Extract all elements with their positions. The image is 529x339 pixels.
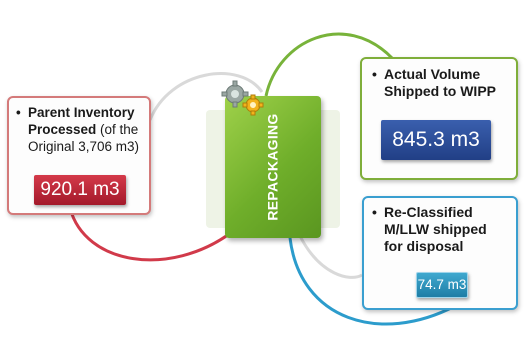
parent-inventory-text: • Parent Inventory Processed (of the Orig… bbox=[16, 104, 148, 155]
repackaging-panel bbox=[225, 96, 321, 238]
ghost-arc-bottom bbox=[298, 235, 363, 279]
shipped-line1: Actual Volume bbox=[384, 66, 481, 82]
reclassified-line3: for disposal bbox=[384, 238, 464, 254]
parent-inventory-line3: Original 3,706 m3) bbox=[28, 139, 140, 154]
bullet: • bbox=[372, 66, 377, 82]
shipped-to-wipp-value: 845.3 m3 bbox=[381, 120, 491, 160]
blue-connector-arc bbox=[288, 237, 456, 326]
reclassified-line2: M/LLW shipped bbox=[384, 221, 487, 237]
ghost-arc-top bbox=[148, 72, 264, 121]
reclassified-value: 74.7 m3 bbox=[416, 272, 468, 298]
bullet: • bbox=[16, 105, 21, 120]
parent-inventory-line2b: (of the bbox=[96, 122, 139, 137]
green-connector-arc bbox=[264, 32, 394, 97]
parent-inventory-value: 920.1 m3 bbox=[34, 175, 126, 205]
shipped-line2: Shipped to WIPP bbox=[384, 83, 496, 99]
parent-inventory-line1: Parent Inventory bbox=[28, 105, 135, 120]
bullet: • bbox=[372, 204, 377, 220]
shipped-to-wipp-text: • Actual Volume Shipped to WIPP bbox=[372, 66, 512, 100]
red-connector-arc bbox=[68, 207, 233, 262]
reclassified-text: • Re-Classified M/LLW shipped for disposa… bbox=[372, 204, 512, 255]
reclassified-line1: Re-Classified bbox=[384, 204, 473, 220]
gears-icon bbox=[221, 80, 264, 116]
repackaging-label: REPACKAGING bbox=[265, 113, 281, 221]
parent-inventory-line2a: Processed bbox=[28, 122, 97, 137]
